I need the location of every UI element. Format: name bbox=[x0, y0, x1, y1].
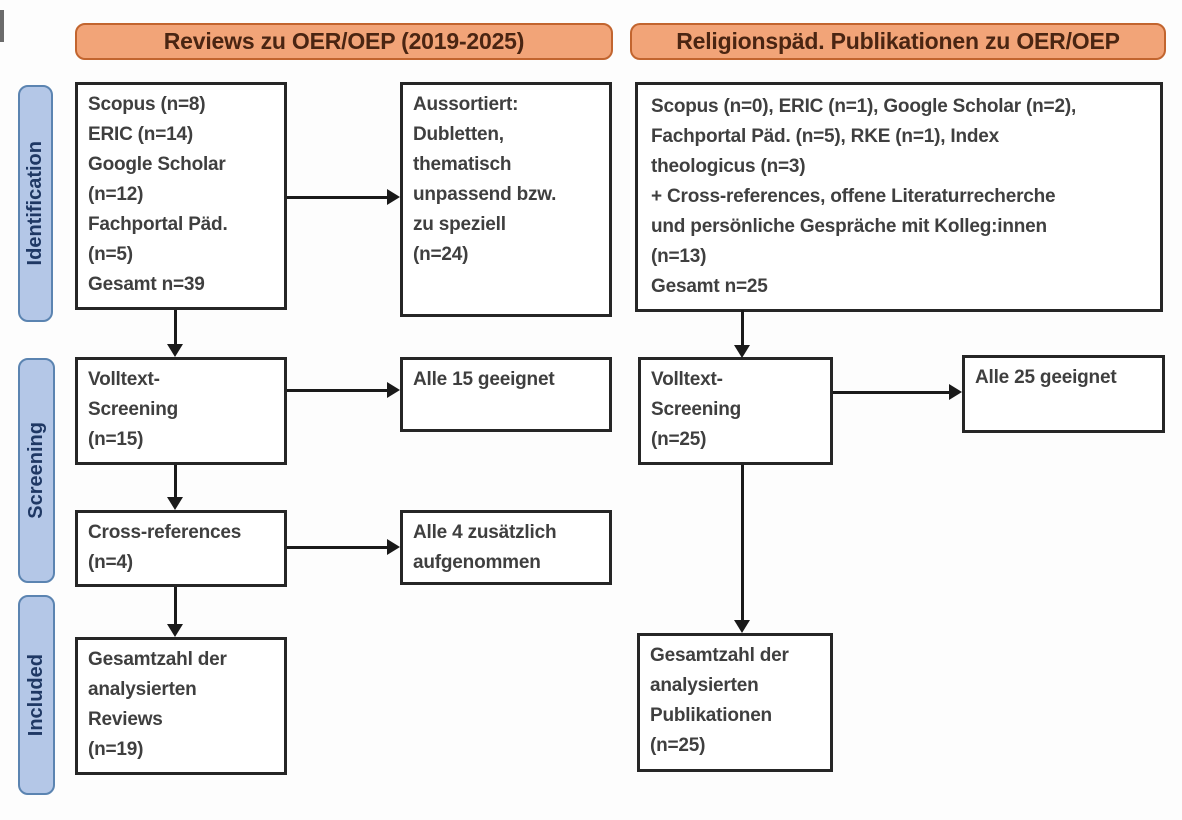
arrow-shaft bbox=[287, 545, 389, 549]
stage-label-included: Included bbox=[18, 595, 55, 795]
arrow-head bbox=[167, 497, 183, 510]
arrow-head bbox=[949, 384, 962, 400]
arrow-head bbox=[734, 620, 750, 633]
arrow-fulltext-to-result-left bbox=[287, 382, 400, 398]
box-reviews-identification-sources: Scopus (n=8) ERIC (n=14) Google Scholar … bbox=[75, 82, 287, 310]
page-edge-mark bbox=[0, 10, 4, 42]
arrow-shaft bbox=[287, 195, 389, 199]
box-reviews-excluded: Aussortiert: Dubletten, thematisch unpas… bbox=[400, 82, 612, 317]
box-reviews-fulltext-screening: Volltext- Screening (n=15) bbox=[75, 357, 287, 465]
arrow-sources-to-fulltext-right bbox=[734, 310, 750, 358]
box-publications-fulltext-screening: Volltext- Screening (n=25) bbox=[638, 357, 833, 465]
arrow-head bbox=[387, 539, 400, 555]
box-reviews-crossref-result: Alle 4 zusätzlich aufgenommen bbox=[400, 510, 612, 585]
arrow-shaft bbox=[740, 465, 744, 622]
arrow-head bbox=[167, 624, 183, 637]
arrow-shaft bbox=[173, 587, 177, 626]
column-header-reviews: Reviews zu OER/OEP (2019-2025) bbox=[75, 23, 613, 60]
arrow-crossref-to-included-left bbox=[167, 587, 183, 637]
arrow-fulltext-to-crossref bbox=[167, 465, 183, 510]
stage-label-screening: Screening bbox=[18, 358, 55, 583]
arrow-crossref-to-result bbox=[287, 539, 400, 555]
arrow-sources-to-fulltext-left bbox=[167, 310, 183, 357]
stage-label-screening-text: Screening bbox=[25, 422, 47, 519]
arrow-sources-to-excluded bbox=[287, 189, 400, 205]
arrow-head bbox=[167, 344, 183, 357]
arrow-head bbox=[387, 382, 400, 398]
stage-label-identification-text: Identification bbox=[24, 141, 46, 266]
arrow-shaft bbox=[173, 310, 177, 346]
arrow-shaft bbox=[833, 390, 951, 394]
column-header-religionspaed: Religionspäd. Publikationen zu OER/OEP bbox=[630, 23, 1166, 60]
box-reviews-included-total: Gesamtzahl der analysierten Reviews (n=1… bbox=[75, 637, 287, 775]
stage-label-identification: Identification bbox=[18, 85, 53, 322]
arrow-shaft bbox=[287, 388, 389, 392]
arrow-shaft bbox=[173, 465, 177, 499]
arrow-fulltext-to-included-right bbox=[734, 465, 750, 633]
box-publications-fulltext-result: Alle 25 geeignet bbox=[962, 355, 1165, 433]
arrow-head bbox=[734, 345, 750, 358]
arrow-head bbox=[387, 189, 400, 205]
arrow-fulltext-to-result-right bbox=[833, 384, 962, 400]
box-reviews-crossreferences: Cross-references (n=4) bbox=[75, 510, 287, 587]
stage-label-included-text: Included bbox=[25, 653, 47, 737]
arrow-shaft bbox=[740, 310, 744, 347]
box-publications-included-total: Gesamtzahl der analysierten Publikatione… bbox=[637, 633, 833, 772]
box-publications-identification-sources: Scopus (n=0), ERIC (n=1), Google Scholar… bbox=[635, 82, 1163, 312]
box-reviews-fulltext-result: Alle 15 geeignet bbox=[400, 357, 612, 432]
